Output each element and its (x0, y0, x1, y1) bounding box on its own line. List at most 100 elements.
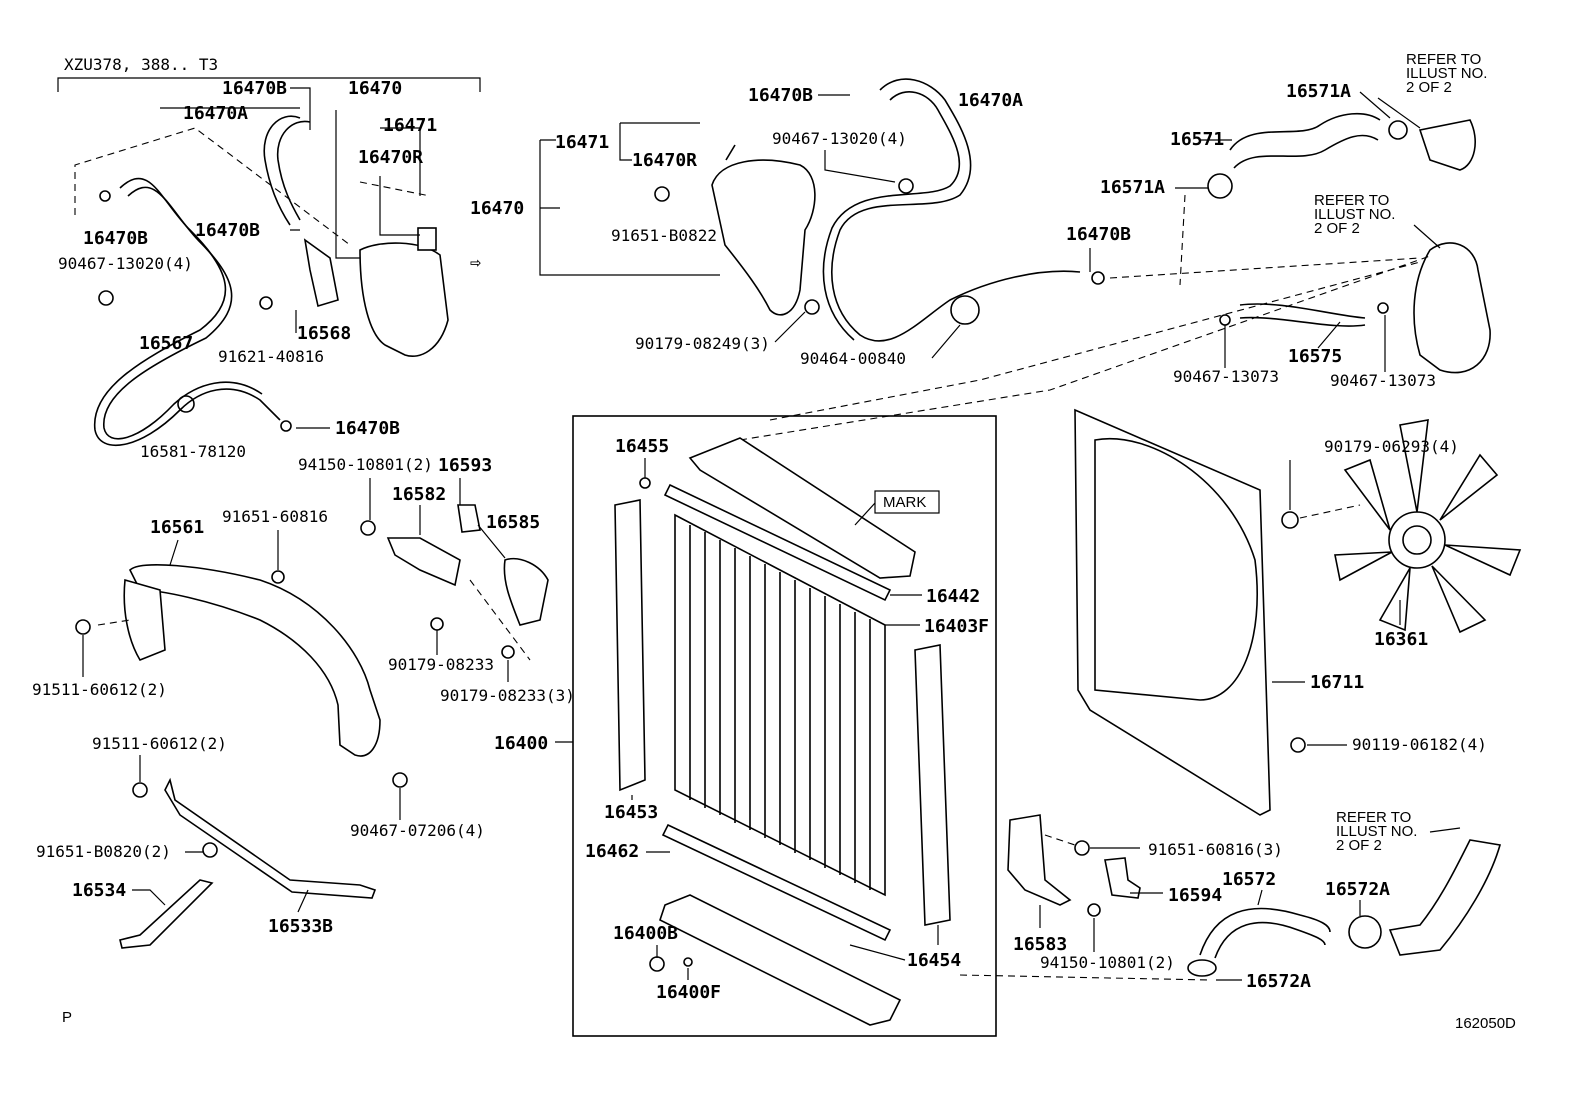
clamp-icon (1207, 173, 1233, 199)
clamp-icon (98, 290, 114, 306)
label-91651-60816: 91651-60816(3) (1148, 840, 1283, 859)
label-16470B: 16470B (83, 228, 148, 249)
nut-icon (1087, 903, 1101, 917)
label-16571A: 16571A (1286, 81, 1351, 102)
direction-arrow: ⇨ (470, 252, 481, 273)
bolt-icon (271, 570, 285, 584)
label-90179-06293: 90179-06293(4) (1324, 437, 1459, 456)
label-16561: 16561 (150, 517, 204, 538)
label-16470A: 16470A (958, 90, 1023, 111)
nut-icon (1281, 511, 1299, 529)
label-91621-40816: 91621-40816 (218, 347, 324, 366)
label-16594: 16594 (1168, 885, 1222, 906)
bolt-icon (1290, 737, 1306, 753)
o-ring-icon (683, 957, 693, 967)
label-90467-13020: 90467-13020(4) (772, 129, 907, 148)
label-16572A: 16572A (1325, 879, 1390, 900)
label-16462: 16462 (585, 841, 639, 862)
label-91511-60612: 91511-60612(2) (32, 680, 167, 699)
clip-icon (280, 420, 292, 432)
label-16470R: 16470R (632, 150, 697, 171)
leader-lines (555, 458, 939, 980)
label-16470: 16470 (348, 78, 402, 99)
label-16470A: 16470A (183, 103, 248, 124)
hose-16575-inner (1239, 316, 1366, 327)
refer-note-line: 2 OF 2 (1336, 837, 1382, 854)
bracket-16583 (1007, 814, 1072, 906)
label-16442: 16442 (926, 586, 980, 607)
fan-group: 90179-06293(4) 16361 16711 90119-06182(4… (1074, 408, 1522, 816)
label-16571: 16571 (1170, 129, 1224, 150)
label-16400: 16400 (494, 733, 548, 754)
mark-label: MARK (883, 494, 926, 511)
hose-16567 (94, 177, 281, 447)
hose-16470A-left (263, 115, 301, 226)
refer-note-line: REFER TO (1336, 809, 1411, 826)
bolt-icon (75, 619, 91, 635)
group-bracket (57, 77, 481, 92)
label-16581-78120: 16581-78120 (140, 442, 246, 461)
reservoir-cap-left (417, 227, 437, 251)
bolt-icon (392, 772, 408, 788)
label-90467-13073: 90467-13073 (1173, 367, 1279, 386)
model-note: XZU378, 388.. T3 (64, 55, 218, 74)
leader-lines (1039, 827, 1461, 981)
hose-16572-inner (1214, 921, 1326, 959)
label-16361: 16361 (1374, 629, 1428, 650)
clamp-icon (898, 178, 914, 194)
label-94150-10801: 94150-10801(2) (1040, 953, 1175, 972)
label-16572: 16572 (1222, 869, 1276, 890)
reservoir-group-left: XZU378, 388.. T3 16470B 16470 16470A 164… (57, 55, 481, 461)
lower-tank (659, 894, 902, 1026)
refer-note-line: ILLUST NO. (1406, 65, 1487, 82)
clamp-icon (177, 395, 195, 413)
label-91651-B0822: 91651-B0822 (611, 226, 717, 245)
label-91651-B0820: 91651-B0820(2) (36, 842, 171, 861)
dashed-guide (1299, 504, 1361, 519)
bracket-16594 (1104, 857, 1141, 899)
label-16470R: 16470R (358, 147, 423, 168)
hose-16572 (1199, 907, 1331, 956)
label-94150-10801: 94150-10801(2) (298, 455, 433, 474)
label-90179-08249: 90179-08249(3) (635, 334, 770, 353)
label-16533B: 16533B (268, 916, 333, 937)
support-leg (123, 578, 166, 661)
bolt-icon (132, 782, 148, 798)
label-16471: 16471 (555, 132, 609, 153)
label-90467-13020: 90467-13020(4) (58, 254, 193, 273)
label-16471: 16471 (383, 115, 437, 136)
label-16403F: 16403F (924, 616, 989, 637)
clamp-icon (1388, 120, 1408, 140)
fan-shroud-16711 (1074, 408, 1271, 816)
label-90179-08233: 90179-08233 (388, 655, 494, 674)
label-16582: 16582 (392, 484, 446, 505)
bracket-16568 (303, 238, 339, 308)
fan-shroud-opening (1094, 438, 1259, 701)
lower-hose-group: 91651-60816(3) 16594 16572 16572A 16583 … (959, 809, 1502, 992)
upper-tank (688, 437, 916, 579)
nut-icon (430, 617, 444, 631)
drain-cock-icon (649, 956, 665, 972)
outlet-pipe-icon (1388, 839, 1502, 956)
leader-lines (1175, 91, 1441, 372)
hose-16575 (1239, 303, 1366, 319)
bolt-icon (202, 842, 218, 858)
clip-icon (99, 190, 111, 202)
radiator-assembly-box (572, 415, 997, 1037)
clip-icon (1091, 271, 1105, 285)
hose-16567-inner (103, 186, 263, 440)
label-16453: 16453 (604, 802, 658, 823)
reservoir-tank-center (711, 159, 816, 316)
label-16568: 16568 (297, 323, 351, 344)
clamp-icon (1187, 959, 1217, 977)
label-16400F: 16400F (656, 982, 721, 1003)
dashed-guide (74, 127, 351, 246)
bolt-icon (1074, 840, 1090, 856)
label-16400B: 16400B (613, 923, 678, 944)
bolt-icon (259, 296, 273, 310)
label-90464-00840: 90464-00840 (800, 349, 906, 368)
hose-16571-inner (1233, 134, 1379, 169)
label-16593: 16593 (438, 455, 492, 476)
fan-hub-inner (1402, 525, 1432, 555)
